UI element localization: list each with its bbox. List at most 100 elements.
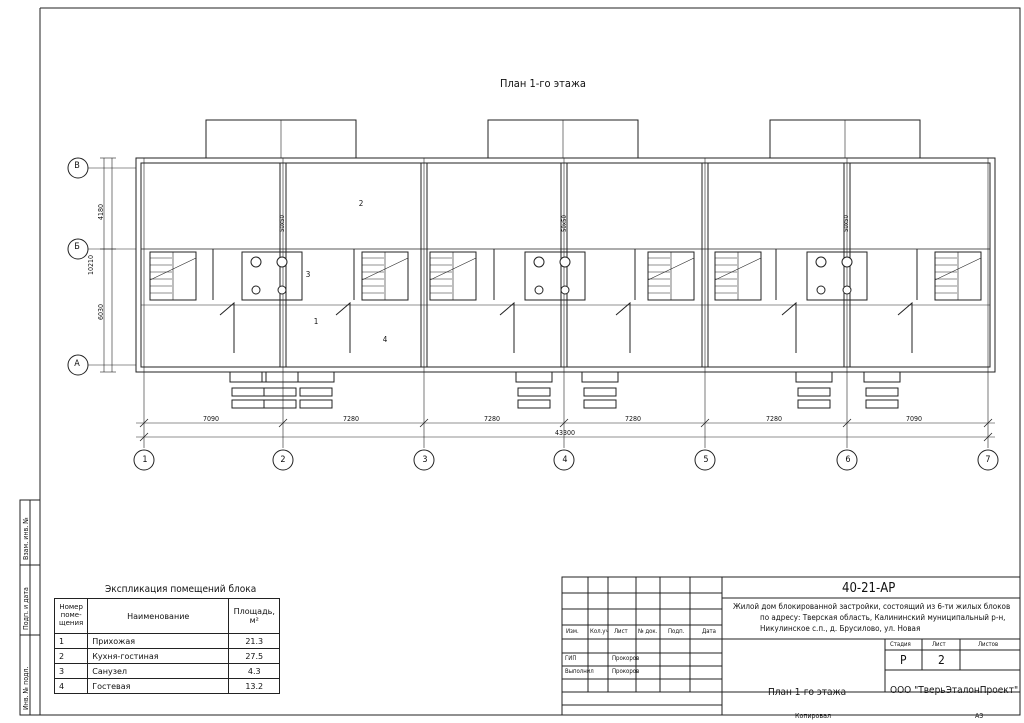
- stage-value: Р: [900, 653, 907, 667]
- dimension-vertical: 6030: [97, 303, 105, 320]
- toilet-icon: [250, 256, 262, 268]
- bathroom: [806, 251, 868, 301]
- explication-header: Наименование: [87, 598, 230, 634]
- person-name: Прокоров: [612, 655, 640, 662]
- dimension-tick: [278, 418, 288, 428]
- axis-bubble: [553, 449, 575, 471]
- room-tag: 3: [305, 270, 311, 279]
- dimension-horizontal: 7280: [484, 415, 501, 423]
- porch-step: [795, 371, 833, 383]
- role-label: ГИП: [565, 655, 577, 662]
- room-area: 21.3: [228, 633, 281, 649]
- porch-step: [515, 371, 553, 383]
- axis-bubble: [413, 449, 435, 471]
- axis-label-col: 2: [280, 455, 286, 465]
- axis-bubble: [67, 157, 89, 179]
- stage-label: Стадия: [890, 641, 911, 648]
- opening-tag: 50х50: [279, 215, 286, 232]
- toilet-icon: [534, 285, 544, 295]
- stair-arrow: [429, 257, 477, 281]
- dimension-vertical: 10210: [87, 254, 95, 275]
- side-stamp-label: Взам. инв. №: [22, 517, 30, 560]
- sink-icon: [277, 285, 287, 295]
- axis-bubble: [836, 449, 858, 471]
- company-name: ООО "ТверьЭталонПроект": [890, 685, 1019, 696]
- dimension-horizontal: 7090: [203, 415, 220, 423]
- porch-step: [297, 371, 335, 383]
- exterior-wall-inner: [140, 162, 991, 368]
- porch-step: [229, 371, 267, 383]
- porch-step: [263, 399, 297, 409]
- axis-bubble: [977, 449, 999, 471]
- porch-step: [797, 399, 831, 409]
- stair-arrow: [149, 257, 197, 281]
- porch-step: [863, 371, 901, 383]
- copied-label: Копировал: [795, 712, 831, 720]
- axis-bubble: [272, 449, 294, 471]
- room-number: 2: [53, 648, 89, 664]
- axis-label-col: 6: [845, 455, 851, 465]
- axis-bubble: [67, 354, 89, 376]
- sink-icon: [842, 285, 852, 295]
- sheet-label: Лист: [932, 641, 946, 648]
- opening-tag: 50х50: [561, 215, 568, 232]
- title-block-grid: [561, 576, 1021, 716]
- porch-step: [299, 387, 333, 397]
- document-code: 40-21-АР: [842, 581, 896, 596]
- axis-label-row: В: [74, 161, 80, 171]
- sheet-number: 2: [938, 653, 945, 667]
- dimension-total: 43300: [555, 429, 576, 437]
- porch-step: [583, 387, 617, 397]
- explication-title: Экспликация помещений блока: [105, 584, 257, 595]
- dimension-horizontal: 7280: [343, 415, 360, 423]
- project-description: Жилой дом блокированной застройки, состо…: [733, 602, 1011, 611]
- room-tag: 1: [313, 317, 319, 326]
- axis-label-col: 4: [562, 455, 568, 465]
- axis-bubble: [133, 449, 155, 471]
- dimension-horizontal: 7280: [625, 415, 642, 423]
- porch-step: [797, 387, 831, 397]
- door-swing: [499, 301, 515, 353]
- toilet-icon: [815, 256, 827, 268]
- sink-icon: [276, 256, 288, 268]
- porch-step: [865, 387, 899, 397]
- room-area: 27.5: [228, 648, 281, 664]
- axis-bubble: [67, 238, 89, 260]
- stamp-column-header: № док.: [638, 628, 658, 635]
- plan-title: План 1-го этажа: [500, 77, 586, 90]
- sink-icon: [841, 256, 853, 268]
- room-name: Санузел: [87, 663, 230, 679]
- role-label: Выполнил: [565, 668, 594, 675]
- axis-label-row: Б: [74, 242, 80, 252]
- table-row: 2 Кухня-гостиная 27.5: [53, 648, 281, 664]
- axis-bubble: [694, 449, 716, 471]
- bathroom: [524, 251, 586, 301]
- dimension-tick: [983, 418, 993, 428]
- dimension-tick: [700, 418, 710, 428]
- dimension-horizontal: 7090: [906, 415, 923, 423]
- axis-label-col: 7: [985, 455, 991, 465]
- stamp-column-header: Подп.: [668, 628, 685, 635]
- door-swing: [615, 301, 631, 353]
- table-row: 4 Гостевая 13.2: [53, 678, 281, 694]
- dimension-tick: [139, 432, 149, 442]
- opening-tag: 50х50: [843, 215, 850, 232]
- porch-step: [865, 399, 899, 409]
- porch-step: [517, 399, 551, 409]
- sink-icon: [560, 285, 570, 295]
- room-number: 4: [53, 678, 89, 694]
- dimension-vertical: 4180: [97, 203, 105, 220]
- project-description: Никулинское с.п., д. Брусилово, ул. Нова…: [760, 624, 921, 633]
- side-stamp-label: Подп. и дата: [22, 587, 30, 630]
- porch-step: [583, 399, 617, 409]
- dimension-tick: [842, 418, 852, 428]
- axis-label-row: А: [74, 359, 80, 369]
- door-swing: [219, 301, 235, 353]
- room-tag: 2: [358, 199, 364, 208]
- porch-step: [261, 371, 299, 383]
- porch-step: [263, 387, 297, 397]
- toilet-icon: [533, 256, 545, 268]
- stair-arrow: [714, 257, 762, 281]
- stamp-column-header: Лист: [614, 628, 628, 635]
